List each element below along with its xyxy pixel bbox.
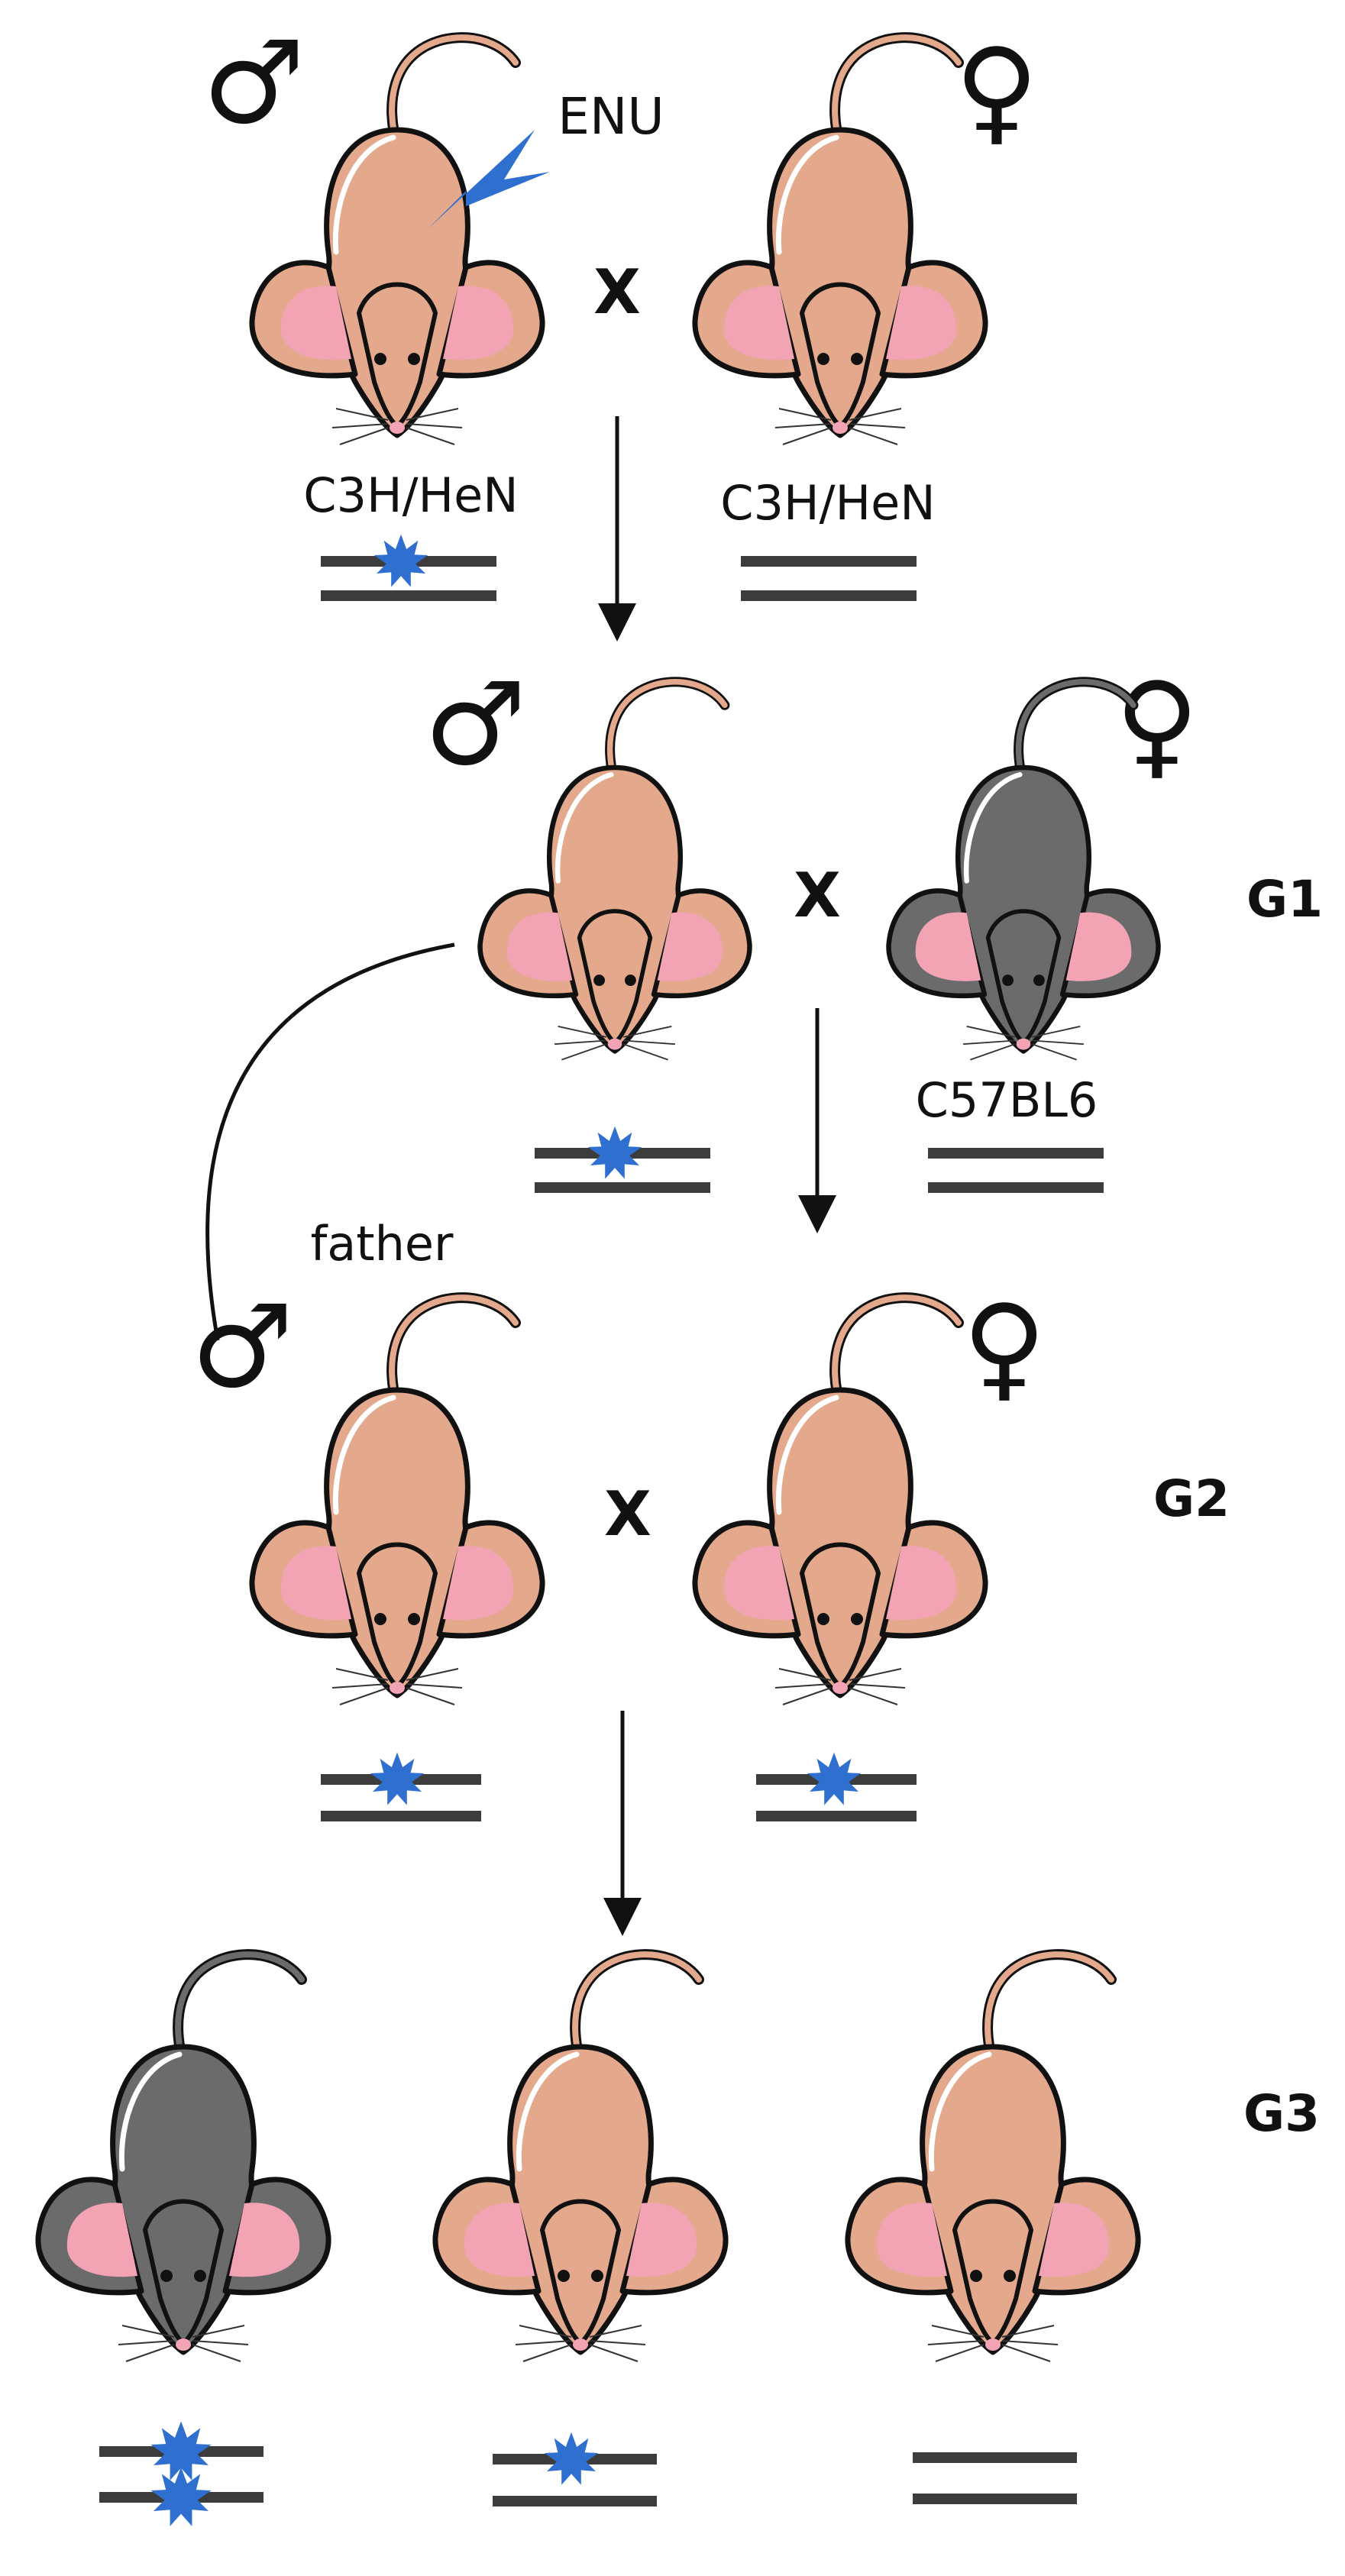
strain-label-p0-male: C3H/HeN bbox=[303, 467, 518, 523]
cross-mark-g2: X bbox=[604, 1479, 651, 1550]
female-symbol-g1: ♀ bbox=[1115, 658, 1199, 791]
mouse-g3-tan-wt bbox=[848, 1954, 1138, 2361]
mouse-g3-gray bbox=[38, 1954, 328, 2361]
chromosome-pair-g1-male bbox=[535, 1126, 710, 1193]
mutation-burst bbox=[544, 2432, 599, 2485]
cross-mark-g1: X bbox=[794, 860, 841, 931]
father-connector-line bbox=[205, 942, 455, 1341]
mutation-burst bbox=[370, 1752, 425, 1805]
chromosome-pair-g1-female bbox=[928, 1148, 1104, 1193]
chromosome-pair-p0-female bbox=[741, 556, 917, 601]
mutation-burst bbox=[587, 1126, 642, 1179]
mutation-burst bbox=[807, 1752, 862, 1805]
male-symbol-g2: ♂ bbox=[191, 1281, 293, 1414]
chromosome-pair-g2-female bbox=[756, 1752, 917, 1821]
generation-label-g1: G1 bbox=[1246, 870, 1323, 929]
mouse-p0-female bbox=[695, 37, 985, 444]
cross-mark-p0: X bbox=[593, 257, 641, 328]
male-symbol-p0: ♂ bbox=[202, 17, 305, 150]
mutation-burst bbox=[150, 2467, 212, 2526]
chromosome-pair-g2-male bbox=[321, 1752, 481, 1821]
female-symbol-g2: ♀ bbox=[962, 1281, 1046, 1414]
mouse-g2-female bbox=[695, 1298, 985, 1705]
mutagen-label: ENU bbox=[558, 87, 664, 146]
father-label: father bbox=[310, 1216, 454, 1272]
strain-label-p0-female: C3H/HeN bbox=[720, 475, 935, 531]
mutation-burst bbox=[373, 534, 428, 587]
chromosome-pair-g3-tan-het bbox=[493, 2432, 657, 2507]
lightning-bolt-icon bbox=[428, 130, 550, 229]
chromosome-pair-g3-gray bbox=[99, 2421, 264, 2526]
strain-label-g1-female: C57BL6 bbox=[916, 1072, 1098, 1128]
male-symbol-g1: ♂ bbox=[424, 658, 526, 791]
female-symbol-p0: ♀ bbox=[955, 24, 1039, 157]
chromosome-pair-g3-tan-wt bbox=[913, 2452, 1077, 2504]
generation-label-g2: G2 bbox=[1153, 1469, 1230, 1528]
chromosome-pair-p0-male bbox=[321, 534, 496, 601]
generation-label-g3: G3 bbox=[1243, 2084, 1320, 2143]
mouse-g3-tan-het bbox=[435, 1954, 726, 2361]
mouse-g2-male bbox=[252, 1298, 542, 1705]
